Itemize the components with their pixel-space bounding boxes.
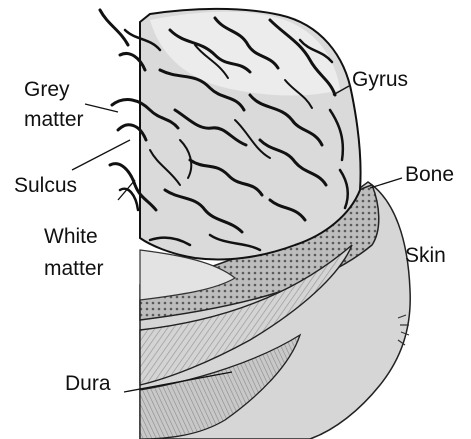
label-grey-matter-line1: Grey: [24, 78, 70, 101]
label-skin: Skin: [405, 244, 446, 267]
label-bone: Bone: [405, 163, 454, 186]
label-gyrus: Gyrus: [352, 68, 408, 91]
label-white-matter-line2: matter: [44, 257, 104, 280]
label-sulcus: Sulcus: [14, 174, 77, 197]
label-grey-matter-line2: matter: [24, 108, 84, 131]
label-dura: Dura: [65, 372, 111, 395]
label-white-matter-line1: White: [44, 225, 98, 248]
